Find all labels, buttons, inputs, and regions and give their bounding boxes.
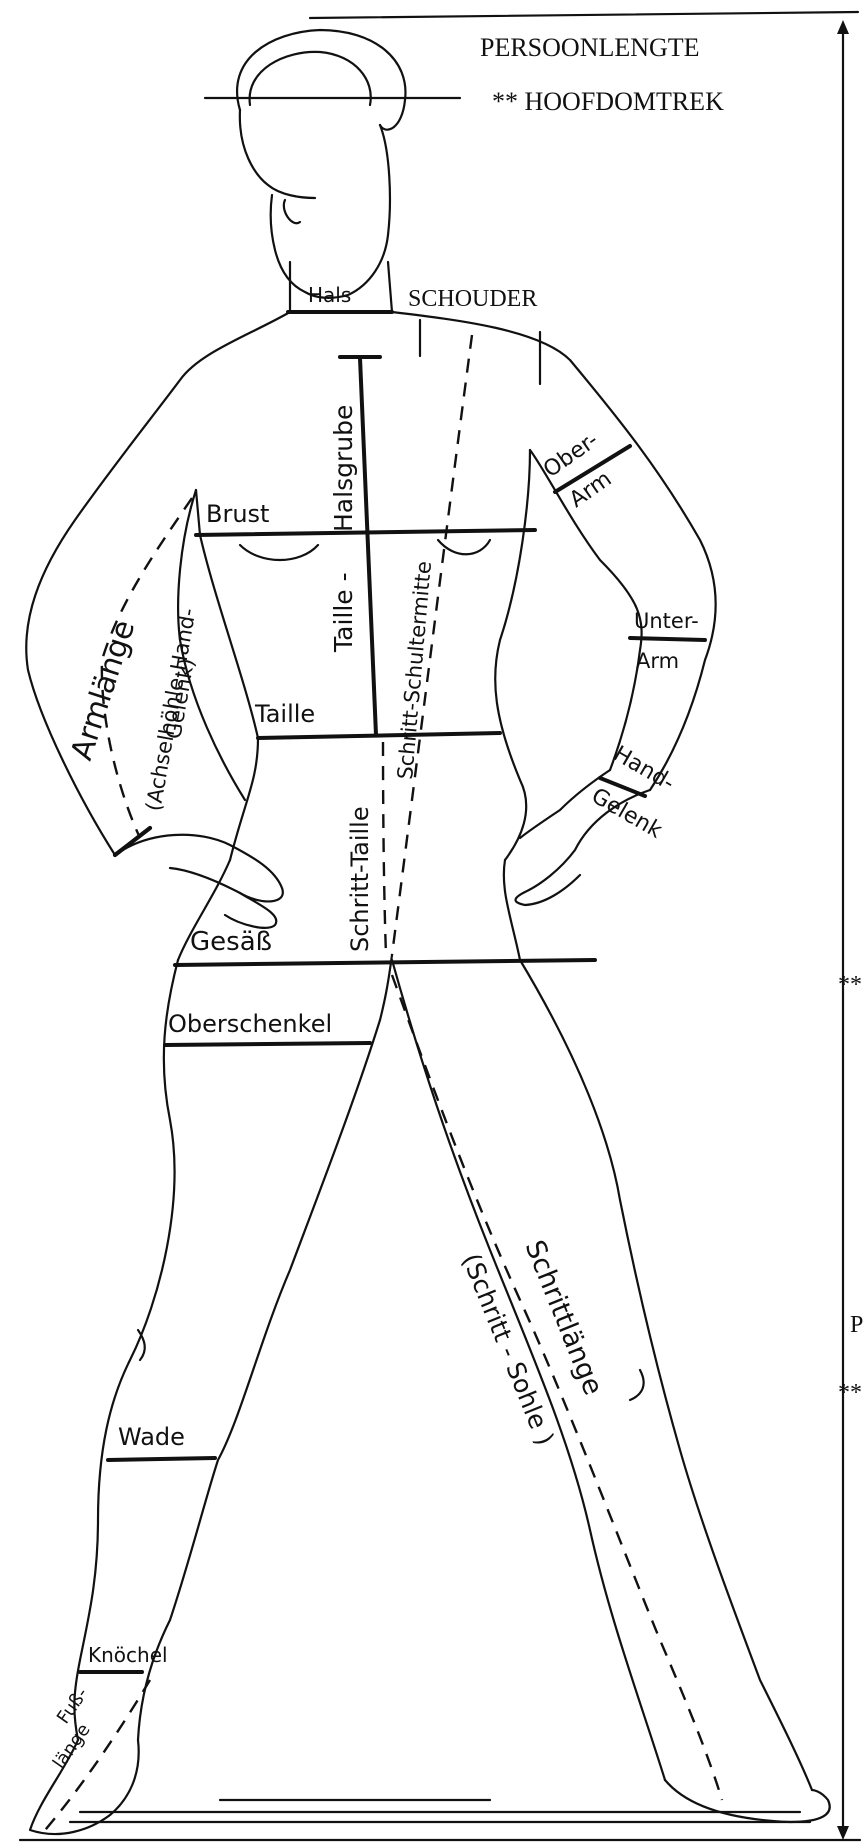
person-length-label: PERSOONLENGTE bbox=[480, 33, 700, 62]
hip-line bbox=[175, 960, 595, 965]
label-arm-lower: Arm bbox=[636, 649, 679, 673]
arrow-down-icon bbox=[837, 1826, 849, 1840]
label-halsgrube: Halsgrube bbox=[329, 405, 358, 532]
head-circumference-label: ** HOOFDOMTREK bbox=[492, 87, 724, 116]
label-wade: Wade bbox=[118, 1423, 185, 1451]
head bbox=[205, 30, 460, 298]
label-taille-dash: Taille - bbox=[329, 572, 358, 653]
label-taille: Taille bbox=[254, 700, 315, 728]
label-oberschenkel: Oberschenkel bbox=[168, 1010, 332, 1038]
margin-fragment-a: ** bbox=[838, 972, 862, 998]
label-armlaenge: Armlänge bbox=[64, 616, 142, 765]
shoulder-label: SCHOUDER bbox=[408, 286, 537, 312]
label-laenge-foot: länge bbox=[49, 1720, 95, 1773]
label-knoechel: Knöchel bbox=[88, 1643, 168, 1667]
label-brust: Brust bbox=[206, 500, 269, 528]
label-fuss: Fuß- bbox=[53, 1684, 93, 1728]
calf-line bbox=[108, 1458, 215, 1460]
label-hals: Hals bbox=[308, 283, 351, 307]
thigh-line bbox=[165, 1043, 370, 1045]
crotch-waist-dash bbox=[383, 742, 386, 955]
waist-line bbox=[258, 733, 500, 738]
margin-fragment-c: ** bbox=[838, 1380, 862, 1406]
left-wrist-line bbox=[115, 828, 150, 855]
top-border-line bbox=[310, 12, 858, 18]
lower-arm-line bbox=[630, 638, 705, 640]
arrow-up-icon bbox=[837, 20, 849, 34]
label-unter: Unter- bbox=[634, 609, 699, 633]
margin-fragment-b: P bbox=[850, 1312, 863, 1338]
label-arm-upper: Arm bbox=[565, 467, 616, 513]
inseam-dash bbox=[392, 975, 722, 1800]
label-hand: Hand- bbox=[609, 742, 679, 797]
neck-to-waist-line bbox=[360, 358, 376, 735]
label-gesaess: Gesäß bbox=[190, 927, 272, 957]
label-schritt-taille: Schritt-Taille bbox=[346, 806, 374, 952]
label-gelenk: Gelenk bbox=[587, 784, 666, 844]
